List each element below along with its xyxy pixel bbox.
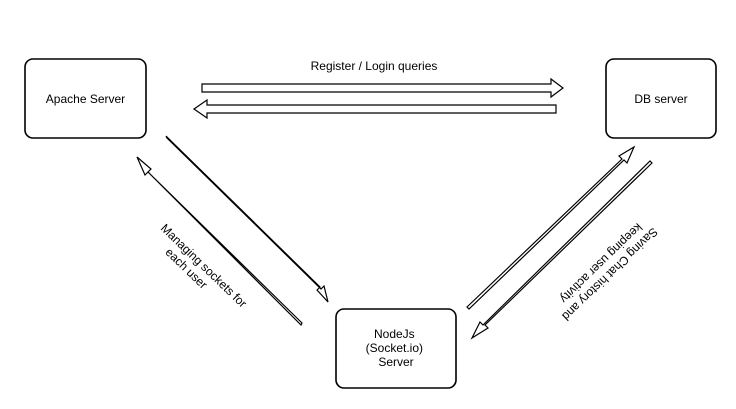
apache-db-edge-label: Register / Login queries	[311, 59, 438, 73]
arrow-apache-to-db	[201, 77, 564, 99]
nodejs-server-node: NodeJs (Socket.io) Server	[335, 308, 457, 389]
db-server-node: DB server	[605, 58, 717, 139]
arrow-nodejs-to-db	[466, 145, 636, 310]
nodejs-label-line-2: (Socket.io)	[366, 341, 423, 355]
apache-nodejs-label-line-1: Managing sockets for	[158, 221, 250, 310]
nodejs-label-line-1: NodeJs	[374, 327, 415, 341]
nodejs-server-label: NodeJs (Socket.io) Server	[366, 327, 427, 369]
arrow-apache-to-nodejs	[165, 135, 329, 303]
nodejs-db-label-line-1: Saving Chat history and	[559, 225, 660, 324]
db-server-label: DB server	[634, 92, 687, 106]
arrow-nodejs-to-apache	[136, 156, 303, 327]
apache-server-node: Apache Server	[24, 58, 147, 139]
arrow-db-to-nodejs	[470, 160, 653, 340]
apache-nodejs-edge-label: Managing sockets for each user	[148, 221, 252, 323]
arrow-db-to-apache	[192, 98, 557, 120]
nodejs-label-line-3: Server	[378, 355, 413, 369]
nodejs-server-box	[335, 308, 457, 389]
apache-server-label: Apache Server	[46, 92, 125, 106]
db-server-box	[605, 58, 717, 139]
apache-server-box	[24, 58, 147, 139]
nodejs-db-edge-label: Saving Chat history and keeping user act…	[547, 215, 661, 326]
